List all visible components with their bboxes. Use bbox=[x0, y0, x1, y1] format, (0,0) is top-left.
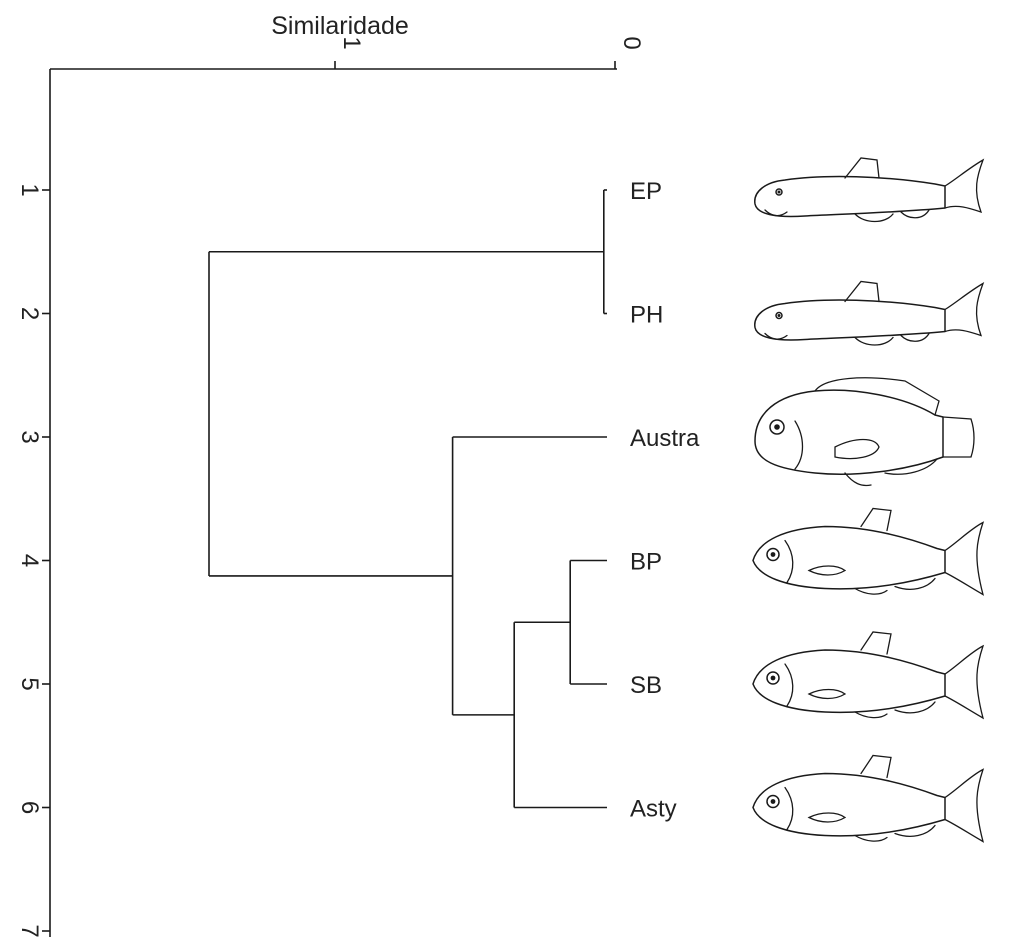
leaf-label: Asty bbox=[630, 796, 677, 823]
fish-body bbox=[755, 390, 943, 474]
catfish-icon bbox=[755, 158, 983, 222]
fish-fin bbox=[945, 646, 983, 718]
characin-icon bbox=[753, 756, 983, 842]
fish-fin bbox=[855, 836, 887, 842]
fish-body bbox=[755, 300, 945, 340]
fish-illustrations bbox=[753, 158, 983, 842]
fish-body bbox=[753, 527, 945, 589]
position-tick-label: 6 bbox=[16, 801, 43, 814]
fish-fin bbox=[855, 214, 893, 222]
fish-pupil bbox=[771, 676, 776, 681]
characin-icon bbox=[753, 509, 983, 595]
dendrogram-branches bbox=[209, 190, 607, 808]
position-tick-label: 2 bbox=[16, 307, 43, 320]
fish-pupil bbox=[774, 424, 780, 430]
fish-fin bbox=[845, 282, 879, 302]
similarity-tick-label: 0 bbox=[618, 36, 645, 49]
fish-fin bbox=[845, 158, 879, 178]
fish-pupil bbox=[771, 799, 776, 804]
position-tick-label: 5 bbox=[16, 677, 43, 690]
leaf-label: EP bbox=[630, 178, 662, 205]
fish-fin bbox=[945, 160, 983, 212]
fish-fin bbox=[855, 589, 887, 595]
fish-fin bbox=[943, 417, 974, 457]
fish-pupil bbox=[778, 191, 781, 194]
fish-body bbox=[755, 177, 945, 217]
leaf-label: Austra bbox=[630, 425, 700, 452]
position-tick-label: 1 bbox=[16, 183, 43, 196]
similarity-tick-label: 1 bbox=[338, 36, 365, 49]
leaf-label: PH bbox=[630, 302, 663, 329]
position-tick-label: 7 bbox=[16, 924, 43, 937]
leaf-label: SB bbox=[630, 672, 662, 699]
fish-fin bbox=[861, 756, 891, 778]
fish-fin bbox=[945, 770, 983, 842]
fish-fin bbox=[861, 632, 891, 654]
fish-fin bbox=[855, 712, 887, 718]
fish-fin bbox=[861, 509, 891, 531]
fish-fin bbox=[945, 284, 983, 336]
leaf-label: BP bbox=[630, 549, 662, 576]
fish-body bbox=[753, 650, 945, 712]
characin-icon bbox=[753, 632, 983, 718]
fish-pupil bbox=[778, 314, 781, 317]
fish-pupil bbox=[771, 552, 776, 557]
fish-fin bbox=[945, 523, 983, 595]
fish-body bbox=[753, 774, 945, 836]
cichlid-icon bbox=[755, 378, 974, 486]
position-tick-label: 4 bbox=[16, 554, 43, 567]
fish-fin bbox=[855, 338, 893, 346]
catfish-icon bbox=[755, 282, 983, 346]
position-tick-label: 3 bbox=[16, 430, 43, 443]
